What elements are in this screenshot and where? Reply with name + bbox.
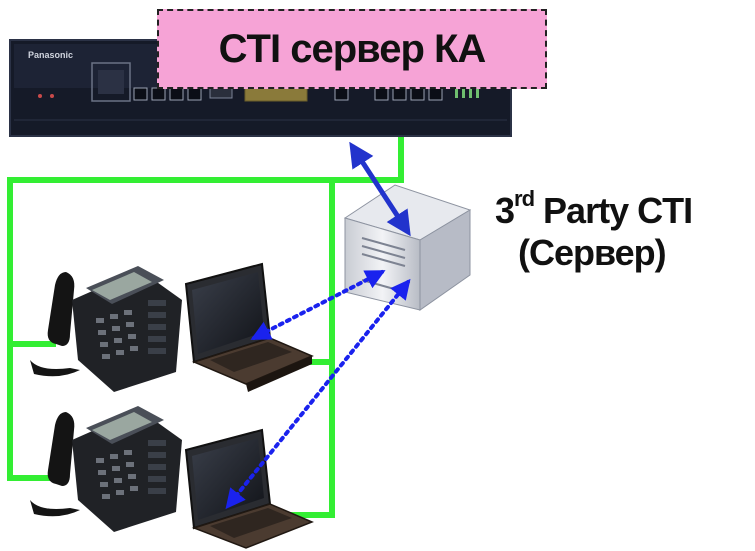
server-label-suffix: Party CTI <box>534 190 693 231</box>
pbx-label: CTI сервер КА <box>157 9 547 89</box>
phone-top-icon <box>30 266 182 392</box>
server-label-prefix: 3 <box>495 190 515 231</box>
pbx-brand: Panasonic <box>28 50 73 60</box>
cti-link-arrow <box>349 141 411 237</box>
server-label-line1: 3rd Party CTI <box>495 186 693 232</box>
pbx-label-text: CTI сервер КА <box>218 26 487 71</box>
phone-bottom-icon <box>30 406 182 532</box>
server-label-sup: rd <box>514 186 535 211</box>
data-link-bottom-arrow <box>225 278 411 510</box>
laptop-top-icon <box>184 262 314 392</box>
server-label-line2: (Сервер) <box>518 232 667 273</box>
server-tower-icon <box>343 184 472 311</box>
laptop-bottom-icon <box>184 428 314 549</box>
